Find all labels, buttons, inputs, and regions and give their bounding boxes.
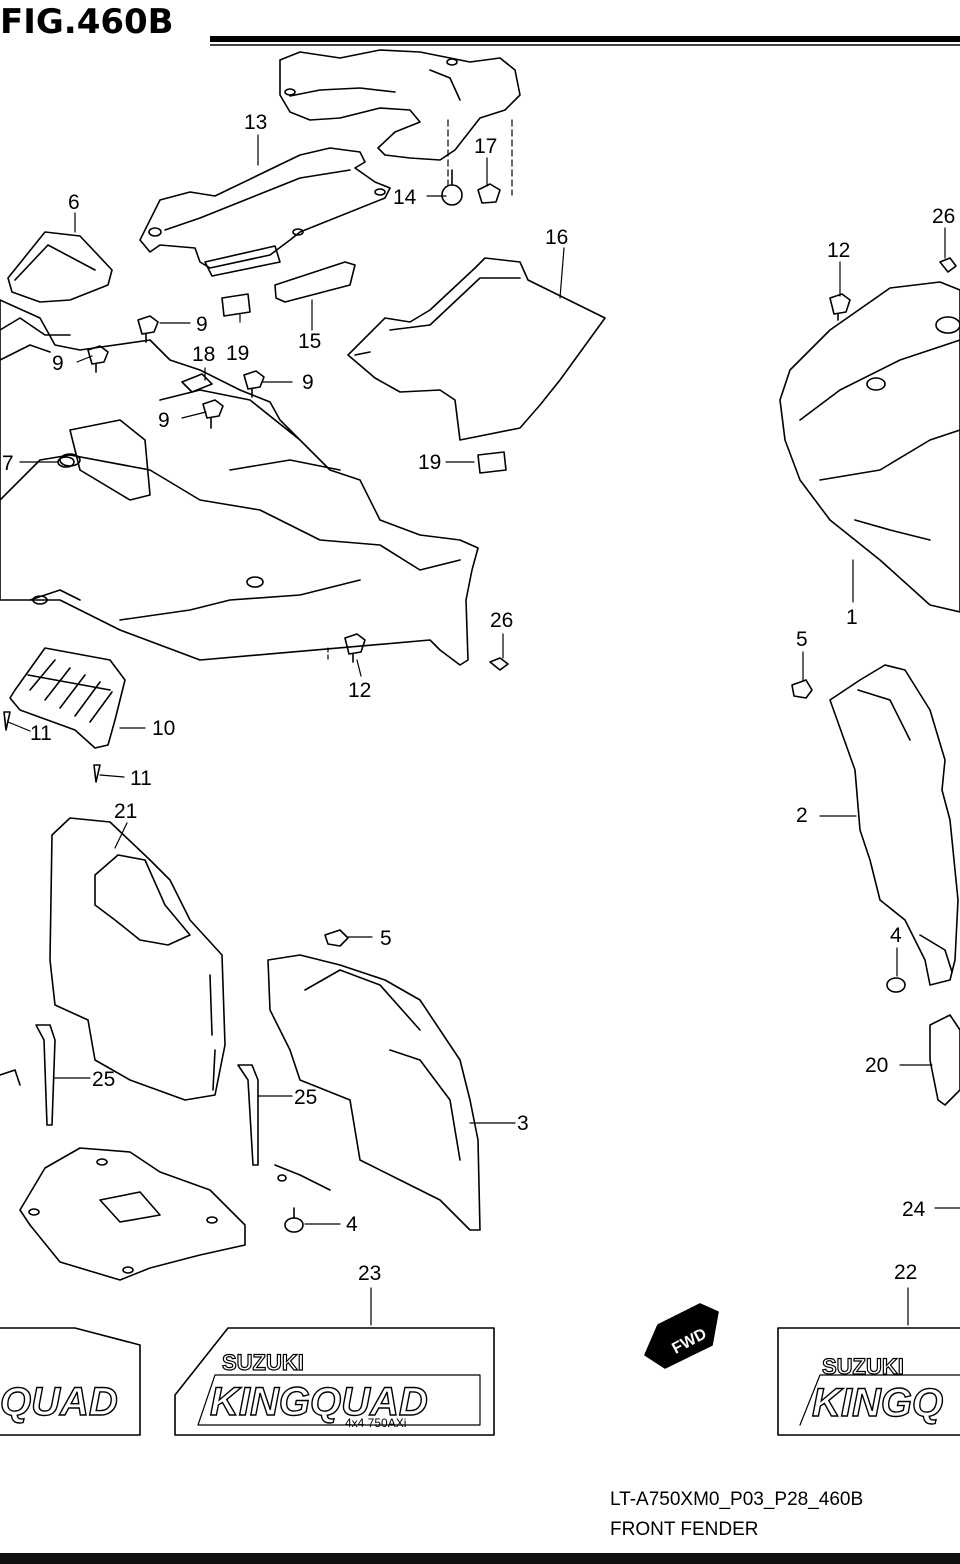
fastener-4a xyxy=(284,1207,304,1233)
callout-14: 14 xyxy=(393,186,417,209)
fastener-4b xyxy=(886,977,906,993)
callout-22: 22 xyxy=(894,1261,917,1284)
callout-21: 21 xyxy=(114,800,137,823)
callout-6: 6 xyxy=(68,191,80,214)
callout-3: 3 xyxy=(517,1112,529,1135)
callout-5b: 5 xyxy=(796,628,808,651)
emblem-left-text: SUZUKI KINGQUAD KINGQUAD 4x4 750AXi xyxy=(0,1349,428,1430)
mud-guard-right-part xyxy=(829,664,959,986)
clip-17 xyxy=(477,183,501,204)
callout-24: 24 xyxy=(902,1198,926,1221)
rack-frame-part xyxy=(139,147,391,277)
callout-16: 16 xyxy=(545,226,568,249)
fasteners xyxy=(3,169,957,1233)
callout-15: 15 xyxy=(298,330,321,353)
callout-4a: 4 xyxy=(346,1213,358,1236)
screw-11b xyxy=(93,764,101,783)
callout-1: 1 xyxy=(846,606,858,629)
callout-18: 18 xyxy=(192,343,215,366)
callout-11b: 11 xyxy=(130,767,152,790)
callout-9a: 9 xyxy=(196,313,208,336)
cable-tie-right xyxy=(237,1064,259,1166)
emblem-left-badge: 4x4 750AXi xyxy=(345,1416,406,1430)
callout-17: 17 xyxy=(474,135,497,158)
callout-13: 13 xyxy=(244,111,267,134)
callout-26b: 26 xyxy=(932,205,955,228)
bracket-part xyxy=(929,1014,960,1106)
clip-12a xyxy=(344,633,366,663)
callout-11a: 11 xyxy=(30,722,52,745)
figure-caption: FRONT FENDER xyxy=(610,1519,759,1540)
callout-12a: 12 xyxy=(348,679,371,702)
footer-band xyxy=(0,1553,960,1564)
callout-12b: 12 xyxy=(827,239,850,262)
callout-23: 23 xyxy=(358,1262,381,1285)
callout-labels: 1 2 3 4 4 5 5 6 7 9 9 9 9 10 11 11 12 12… xyxy=(2,111,955,1285)
box-lid-part xyxy=(7,231,113,303)
callout-7: 7 xyxy=(2,452,14,475)
callout-25b: 25 xyxy=(294,1086,317,1109)
callout-5a: 5 xyxy=(380,927,392,950)
callout-19a: 19 xyxy=(226,342,249,365)
figure-code: LT-A750XM0_P03_P28_460B xyxy=(610,1489,864,1510)
callout-9b: 9 xyxy=(52,352,64,375)
clip-9a xyxy=(137,315,159,343)
mud-guard-left-part xyxy=(267,954,481,1231)
callout-19b: 19 xyxy=(418,451,441,474)
front-fender-right xyxy=(779,281,960,613)
clip-26b xyxy=(939,257,957,273)
fastener-5a xyxy=(324,929,349,947)
emblem-right-text: SUZUKI KINGQ xyxy=(811,1353,944,1425)
emblem-left-brand: SUZUKI xyxy=(222,1350,304,1375)
clip-9b xyxy=(87,345,109,373)
emblem-right-brand: SUZUKI xyxy=(822,1354,904,1379)
clip-12b xyxy=(829,293,851,321)
callout-25a: 25 xyxy=(92,1068,115,1091)
bolt-14 xyxy=(441,169,463,206)
callout-20: 20 xyxy=(865,1054,888,1077)
callout-4b: 4 xyxy=(890,924,902,947)
side-cover-part xyxy=(347,257,606,441)
figure-title: FIG.460B xyxy=(0,2,174,42)
pad-part xyxy=(274,261,356,303)
leader-lines xyxy=(7,119,960,1326)
grille-bracket-part xyxy=(9,647,126,749)
emblem-right-part xyxy=(777,1327,960,1436)
callout-2: 2 xyxy=(796,804,808,827)
callout-10: 10 xyxy=(152,717,175,740)
emblem-left-model: KINGQUAD xyxy=(210,1380,428,1424)
callout-9c: 9 xyxy=(302,371,314,394)
callout-9d: 9 xyxy=(158,409,170,432)
emblem-left-model-partial: KINGQUAD xyxy=(0,1380,118,1424)
fwd-arrow xyxy=(644,1303,719,1369)
emblem-left-part xyxy=(0,1327,495,1436)
header-rule xyxy=(210,36,960,46)
callout-26a: 26 xyxy=(490,609,513,632)
top-cover-part xyxy=(279,49,521,161)
screw-11a xyxy=(3,711,11,731)
base-plate-part xyxy=(19,1147,246,1281)
small-parts xyxy=(181,293,507,474)
cover-plate-part xyxy=(49,817,226,1101)
clip-9d xyxy=(202,399,224,429)
cable-tie-left xyxy=(0,1024,56,1126)
fastener-5b xyxy=(791,679,813,699)
front-fender-body xyxy=(0,299,479,666)
emblem-right-model: KINGQ xyxy=(812,1381,943,1425)
clip-26a xyxy=(489,657,509,671)
